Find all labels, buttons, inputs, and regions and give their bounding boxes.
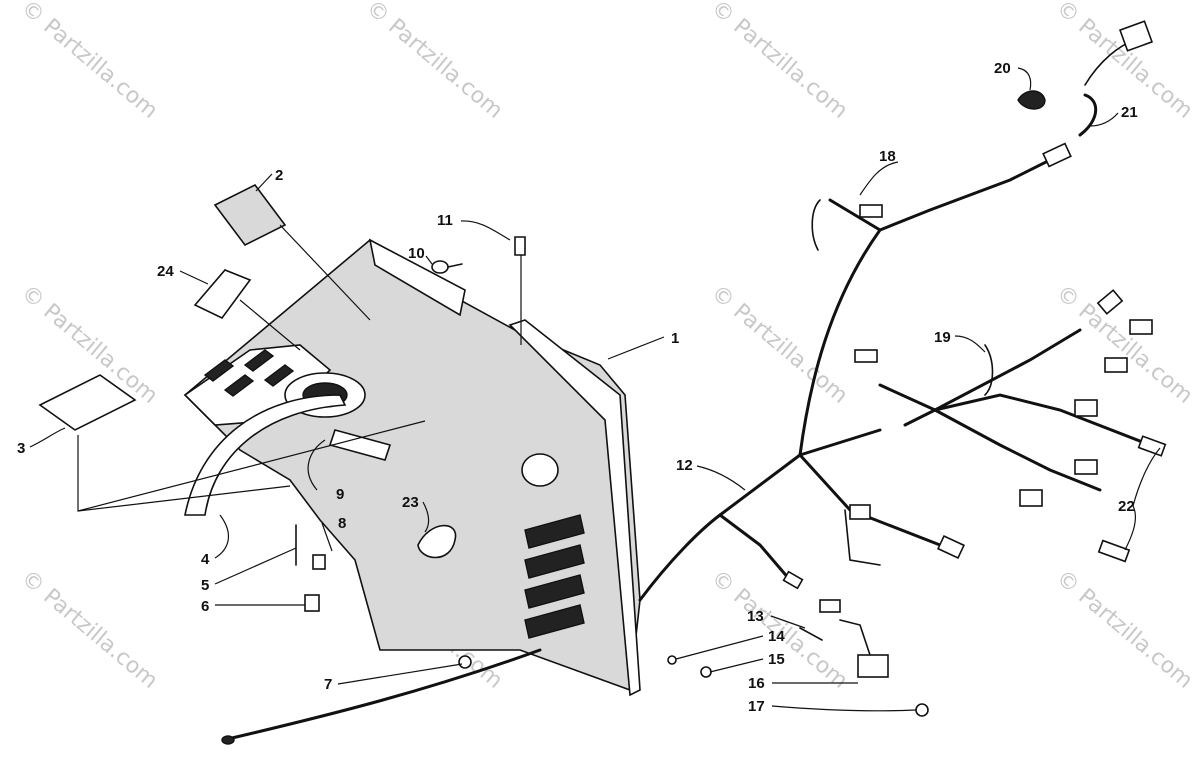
decal-2 [213,183,287,247]
callout-24: 24 [157,263,174,280]
connectors [782,20,1167,613]
callout-14: 14 [768,628,785,645]
cap-17 [915,703,929,717]
callout-4: 4 [201,551,210,568]
callouts: 1 2 3 4 5 6 7 8 9 10 11 12 13 14 15 16 1… [17,60,1138,715]
callout-13: 13 [747,608,764,625]
callout-21: 21 [1121,104,1138,121]
nut-14 [667,655,677,665]
callout-23: 23 [402,494,419,511]
callout-2: 2 [275,167,283,184]
decal-24 [193,269,252,320]
ground-wire [221,648,542,745]
callout-19: 19 [934,329,951,346]
callout-8: 8 [338,515,346,532]
callout-11: 11 [437,212,453,229]
callout-10: 10 [408,245,425,262]
callout-7: 7 [324,676,332,693]
callout-17: 17 [748,698,765,715]
watermark: © Partzilla.com [706,280,852,408]
callout-15: 15 [768,651,785,668]
watermark: © Partzilla.com [1051,280,1197,408]
callout-1: 1 [671,330,679,347]
clip-11 [514,236,526,256]
clamp-20 [1017,90,1046,110]
callout-18: 18 [879,148,896,165]
rivet-7 [458,655,472,669]
screw-10 [431,260,449,274]
hardware [295,236,526,669]
clip-8 [312,554,326,570]
leader-lines [29,67,1161,712]
watermark: © Partzilla.com [1051,565,1197,693]
callout-5: 5 [201,577,209,594]
console-housing [183,238,641,697]
decal-3 [38,374,137,431]
callout-22: 22 [1118,498,1135,515]
callout-9: 9 [336,486,344,503]
watermark: © Partzilla.com [706,0,852,124]
callout-12: 12 [676,457,693,474]
callout-3: 3 [17,440,25,457]
decals [38,183,287,431]
wiring-harness [638,39,1152,656]
callout-6: 6 [201,598,209,615]
switch-16 [857,654,889,678]
callout-20: 20 [994,60,1011,77]
callout-16: 16 [748,675,765,692]
bracket-6 [304,594,320,612]
washer-15 [700,666,712,678]
watermark: © Partzilla.com [16,0,162,124]
watermark: © Partzilla.com [16,565,162,693]
watermark: © Partzilla.com [361,0,507,124]
